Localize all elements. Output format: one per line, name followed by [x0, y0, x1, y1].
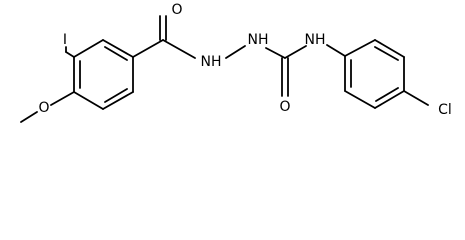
nitrogen-hydrazide-label: NH	[201, 54, 222, 70]
benzene-ring-left	[73, 39, 134, 110]
bond	[403, 90, 429, 106]
bond	[375, 87, 399, 102]
oxygen-amide-label: O	[171, 2, 182, 18]
bond	[344, 90, 376, 109]
bond	[102, 39, 134, 58]
bond	[265, 47, 286, 59]
bond	[132, 39, 164, 58]
nitrogen-hydrazine-label: NH	[248, 32, 269, 48]
bond	[73, 39, 104, 58]
bond	[162, 39, 196, 59]
oxygen-urea-label: O	[279, 99, 290, 115]
bond	[326, 44, 346, 57]
bond	[20, 111, 38, 123]
bond	[104, 46, 128, 61]
bond	[344, 39, 376, 57]
bond	[374, 46, 399, 61]
bond	[102, 91, 134, 110]
bond	[50, 91, 75, 106]
bond	[284, 45, 307, 59]
structure-diagram: I O O NH NH O NH Cl	[20, 2, 452, 123]
iodine-label: I	[63, 32, 67, 48]
bond	[73, 91, 104, 110]
bond	[65, 51, 75, 58]
oxygen-methoxy-label: O	[38, 100, 49, 116]
bond	[104, 88, 128, 103]
nitrogen-anilide-label: NH	[305, 32, 326, 48]
bond	[225, 45, 246, 59]
chlorine-label: Cl	[438, 102, 452, 118]
benzene-ring-right	[344, 39, 405, 109]
bond	[374, 90, 405, 109]
bond	[374, 39, 405, 58]
